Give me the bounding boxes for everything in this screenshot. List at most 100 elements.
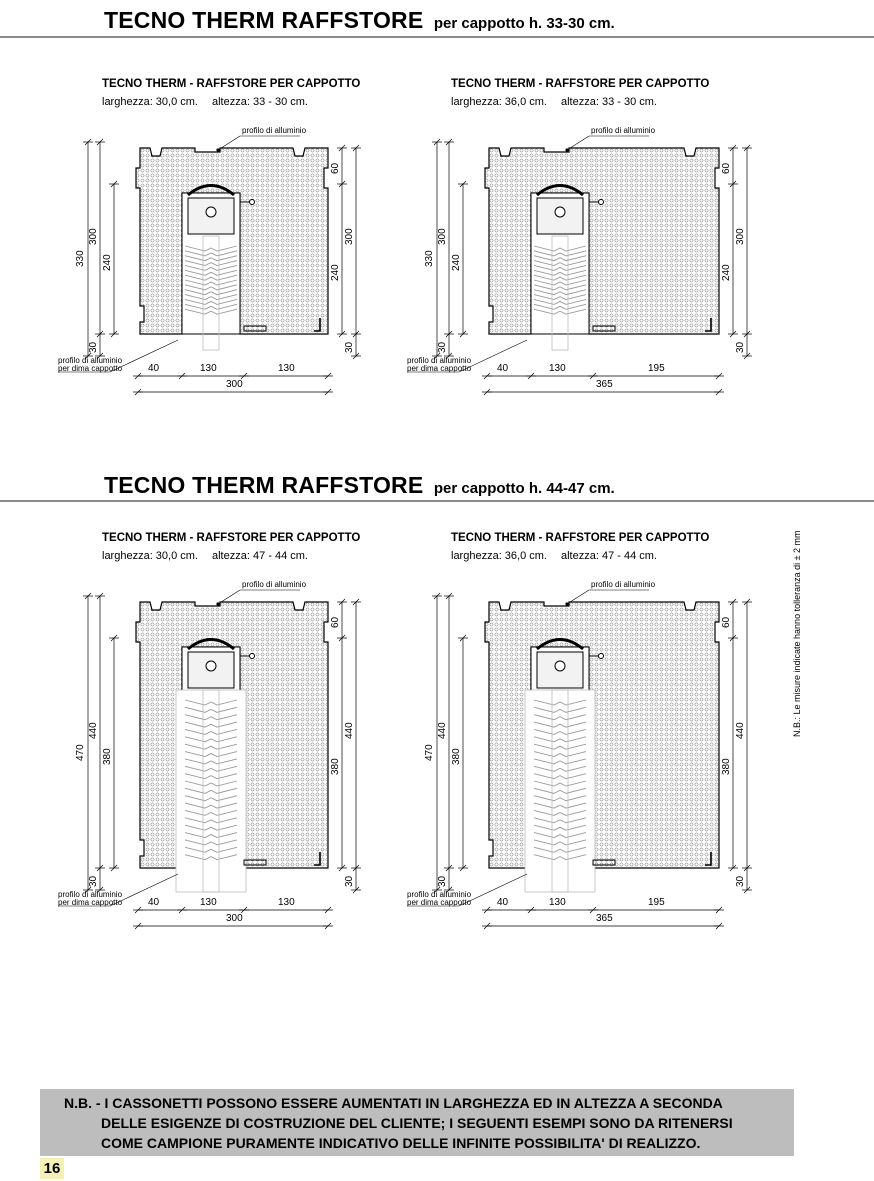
section-1-title-sub: per cappotto h. 33-30 cm.	[433, 15, 615, 32]
width-text: larghezza: 30,0 cm.	[102, 96, 198, 108]
right-dim-top: 60	[330, 616, 341, 628]
drawing-dimensions-text: larghezza: 30,0 cm. altezza: 47 - 44 cm.	[102, 550, 308, 562]
width-text: larghezza: 36,0 cm.	[451, 96, 547, 108]
top-profile-label: profilo di alluminio	[591, 580, 656, 589]
left-dim-inner: 300	[88, 228, 99, 245]
bottom-dim-right: 195	[648, 363, 665, 374]
left-dim-total: 330	[75, 250, 86, 267]
right-dim-inner: 300	[344, 228, 355, 245]
bottom-profile-label-1: profilo di alluminio	[58, 356, 123, 365]
right-dim-opening: 240	[721, 264, 732, 281]
drawing-title: TECNO THERM - RAFFSTORE PER CAPPOTTO	[102, 78, 361, 90]
left-dim-opening: 240	[102, 254, 113, 271]
bottom-dim-middle: 130	[200, 363, 217, 374]
right-dim-opening: 380	[721, 758, 732, 775]
left-dim-inner: 300	[437, 228, 448, 245]
bottom-dim-middle: 130	[549, 363, 566, 374]
right-dim-inner: 300	[735, 228, 746, 245]
drawing-title: TECNO THERM - RAFFSTORE PER CAPPOTTO	[102, 532, 361, 544]
bottom-dim-left: 40	[497, 897, 509, 908]
bottom-dim-total: 365	[596, 379, 613, 390]
width-text: larghezza: 30,0 cm.	[102, 550, 198, 562]
dimension-lines	[83, 138, 361, 396]
bottom-profile-label-1: profilo di alluminio	[407, 356, 472, 365]
left-dim-bottom: 30	[437, 875, 448, 887]
drawing-title: TECNO THERM - RAFFSTORE PER CAPPOTTO	[451, 78, 710, 90]
section-1-title-main: TECNO THERM RAFFSTORE	[104, 7, 424, 33]
bottom-profile-label-1: profilo di alluminio	[58, 890, 123, 899]
right-dim-bottom: 30	[344, 341, 355, 353]
section-2-rule	[0, 500, 874, 502]
dimension-lines	[432, 592, 752, 930]
bottom-dim-right: 130	[278, 897, 295, 908]
left-dim-bottom: 30	[437, 341, 448, 353]
drawing-s2-w36: TECNO THERM - RAFFSTORE PER CAPPOTTO larg…	[407, 532, 752, 948]
drawing-s2-w30: TECNO THERM - RAFFSTORE PER CAPPOTTO larg…	[58, 532, 380, 948]
left-dim-total: 470	[424, 744, 435, 761]
right-dim-opening: 380	[330, 758, 341, 775]
height-text: altezza: 33 - 30 cm.	[561, 96, 657, 108]
casing-body	[58, 135, 329, 373]
section-drawing-svg	[407, 589, 752, 930]
casing-body	[407, 135, 720, 373]
right-dim-top: 60	[721, 162, 732, 174]
left-dim-inner: 440	[437, 722, 448, 739]
footer-note-box: N.B. - I CASSONETTI POSSONO ESSERE AUMEN…	[40, 1089, 794, 1156]
drawing-s1-w36: TECNO THERM - RAFFSTORE PER CAPPOTTO larg…	[407, 78, 752, 414]
drawing-dimensions-text: larghezza: 36,0 cm.altezza: 47 - 44 cm.	[451, 550, 657, 562]
left-dim-inner: 440	[88, 722, 99, 739]
bottom-dim-middle: 130	[549, 897, 566, 908]
bottom-dim-left: 40	[148, 897, 160, 908]
section-drawing-svg	[58, 589, 361, 930]
bottom-profile-label-2: per dima cappotto	[58, 364, 123, 373]
left-dim-opening: 380	[102, 748, 113, 765]
height-text: altezza: 47 - 44 cm.	[212, 550, 308, 562]
left-dim-bottom: 30	[88, 341, 99, 353]
section-1-rule	[0, 36, 874, 38]
bottom-dim-total: 300	[226, 379, 243, 390]
right-dim-top: 60	[330, 162, 341, 174]
footer-line-2: DELLE ESIGENZE DI COSTRUZIONE DEL CLIENT…	[101, 1115, 733, 1131]
section-2-title: TECNO THERM RAFFSTORE per cappotto h. 44…	[104, 472, 615, 499]
height-text: altezza: 33 - 30 cm.	[212, 96, 308, 108]
section-1-title: TECNO THERM RAFFSTORE per cappotto h. 33…	[104, 7, 615, 34]
left-dim-bottom: 30	[88, 875, 99, 887]
right-dim-bottom: 30	[344, 875, 355, 887]
drawing-title: TECNO THERM - RAFFSTORE PER CAPPOTTO	[451, 532, 710, 544]
bottom-dim-middle: 130	[200, 897, 217, 908]
left-dim-total: 470	[75, 744, 86, 761]
bottom-dim-left: 40	[148, 363, 160, 374]
top-profile-label: profilo di alluminio	[242, 126, 307, 135]
top-profile-label: profilo di alluminio	[242, 580, 307, 589]
section-drawing-svg	[407, 135, 752, 396]
drawing-s1-w30: TECNO THERM - RAFFSTORE PER CAPPOTTO larg…	[58, 78, 380, 414]
section-drawing-svg	[58, 135, 361, 396]
bottom-profile-label-2: per dima cappotto	[407, 898, 472, 907]
right-dim-top: 60	[721, 616, 732, 628]
bottom-dim-total: 365	[596, 913, 613, 924]
footer-line-1: N.B. - I CASSONETTI POSSONO ESSERE AUMEN…	[64, 1095, 723, 1111]
left-dim-opening: 240	[451, 254, 462, 271]
footer-line-3: COME CAMPIONE PURAMENTE INDICATIVO DELLE…	[101, 1135, 701, 1151]
left-dim-opening: 380	[451, 748, 462, 765]
bottom-profile-label-1: profilo di alluminio	[407, 890, 472, 899]
dimension-lines	[432, 138, 752, 396]
bottom-dim-total: 300	[226, 913, 243, 924]
section-2-title-sub: per cappotto h. 44-47 cm.	[433, 480, 615, 497]
section-2-title-main: TECNO THERM RAFFSTORE	[104, 472, 424, 498]
bottom-profile-label-2: per dima cappotto	[58, 898, 123, 907]
tolerance-note: N.B.: Le misure indicate hanno tolleranz…	[792, 530, 802, 737]
bottom-dim-left: 40	[497, 363, 509, 374]
drawing-dimensions-text: larghezza: 30,0 cm. altezza: 33 - 30 cm.	[102, 96, 308, 108]
right-dim-bottom: 30	[735, 341, 746, 353]
casing-body	[58, 589, 329, 907]
dimension-lines	[83, 592, 361, 930]
right-dim-opening: 240	[330, 264, 341, 281]
right-dim-inner: 440	[735, 722, 746, 739]
page-number: 16	[40, 1158, 64, 1179]
left-dim-total: 330	[424, 250, 435, 267]
right-dim-bottom: 30	[735, 875, 746, 887]
width-text: larghezza: 36,0 cm.	[451, 550, 547, 562]
top-profile-label: profilo di alluminio	[591, 126, 656, 135]
right-dim-inner: 440	[344, 722, 355, 739]
